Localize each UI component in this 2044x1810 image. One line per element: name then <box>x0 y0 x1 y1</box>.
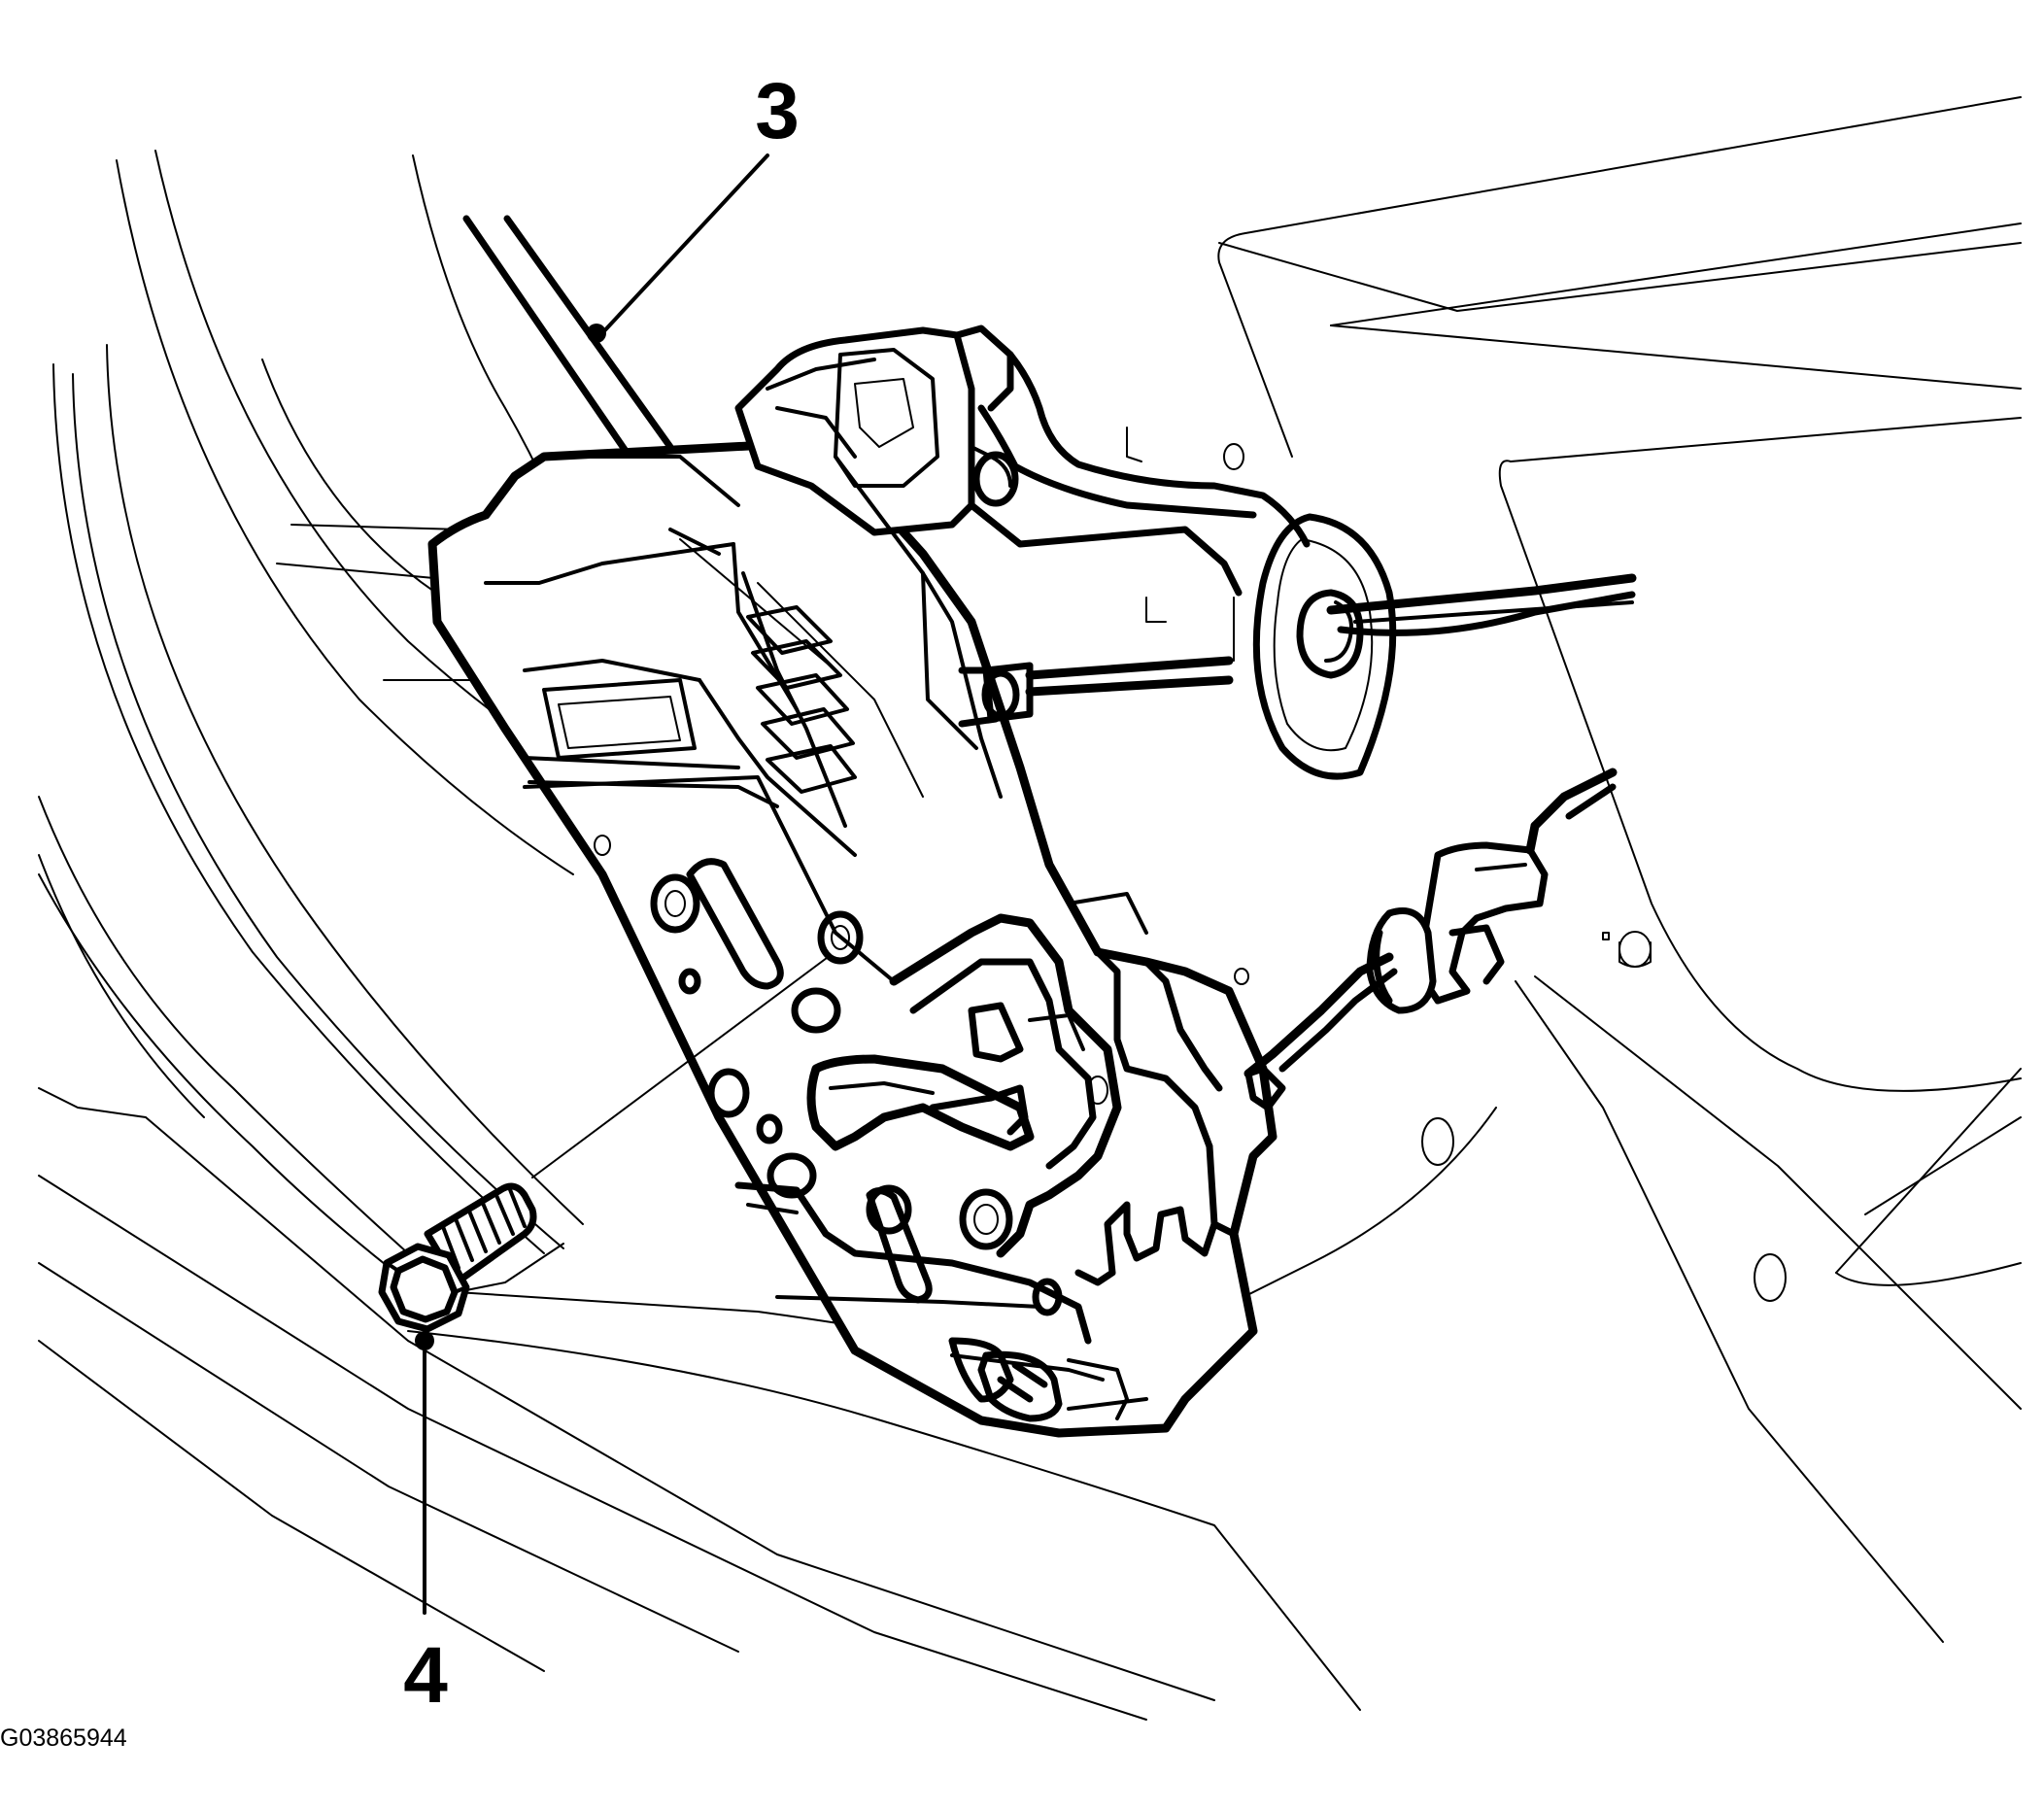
callout-leader-4 <box>415 954 832 1615</box>
callout-leader-3 <box>587 154 769 343</box>
grommet <box>1252 513 1397 780</box>
cable-icon <box>1025 573 1637 831</box>
callout-label-4: 4 <box>403 1631 448 1720</box>
figure-id: G03865944 <box>0 1725 127 1752</box>
bolt-icon <box>378 1182 537 1333</box>
vent-slots <box>746 605 857 794</box>
door-latch-illustration <box>427 324 1549 1438</box>
callout-label-3: 3 <box>755 67 800 155</box>
guide-rail <box>462 215 674 461</box>
